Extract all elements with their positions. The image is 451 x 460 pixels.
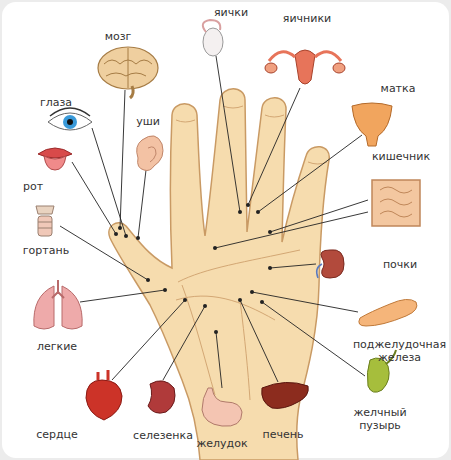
organ-label: яичники (283, 12, 331, 25)
stomach (202, 388, 242, 426)
organ-label: матка (381, 82, 416, 95)
organ-label: поджелудочная железа (352, 338, 447, 364)
organ-label: печень (263, 428, 304, 441)
spleen (148, 381, 175, 413)
intestines (372, 180, 420, 226)
palm-lines (176, 106, 327, 400)
organ-label: яички (214, 6, 248, 19)
organ-label: мозг (105, 30, 132, 43)
organ-label: легкие (37, 340, 77, 353)
organ-label: почки (383, 258, 417, 271)
organ-label: глаза (40, 96, 72, 109)
testicle (203, 20, 223, 56)
ovaries (265, 50, 345, 84)
brain (98, 47, 158, 98)
liver (262, 382, 309, 408)
leader-lines (60, 56, 368, 388)
organ-label: уши (136, 115, 160, 128)
heart (86, 370, 122, 420)
organ-label: рот (23, 180, 43, 193)
eye (48, 108, 92, 130)
hand (109, 89, 329, 460)
reflex-points (114, 203, 272, 334)
mouth (38, 148, 72, 170)
kidney (317, 250, 344, 278)
uterus (352, 103, 392, 146)
larynx (36, 206, 54, 236)
lungs (34, 280, 82, 329)
ear (137, 136, 163, 171)
organ-label: селезенка (133, 429, 193, 442)
organ-label: сердце (36, 428, 78, 441)
organ-label: гортань (23, 244, 69, 257)
organ-label: кишечник (372, 150, 430, 163)
organ-label: желудок (196, 437, 247, 450)
organ-label: желчный пузырь (345, 406, 415, 432)
pancreas (359, 299, 417, 326)
